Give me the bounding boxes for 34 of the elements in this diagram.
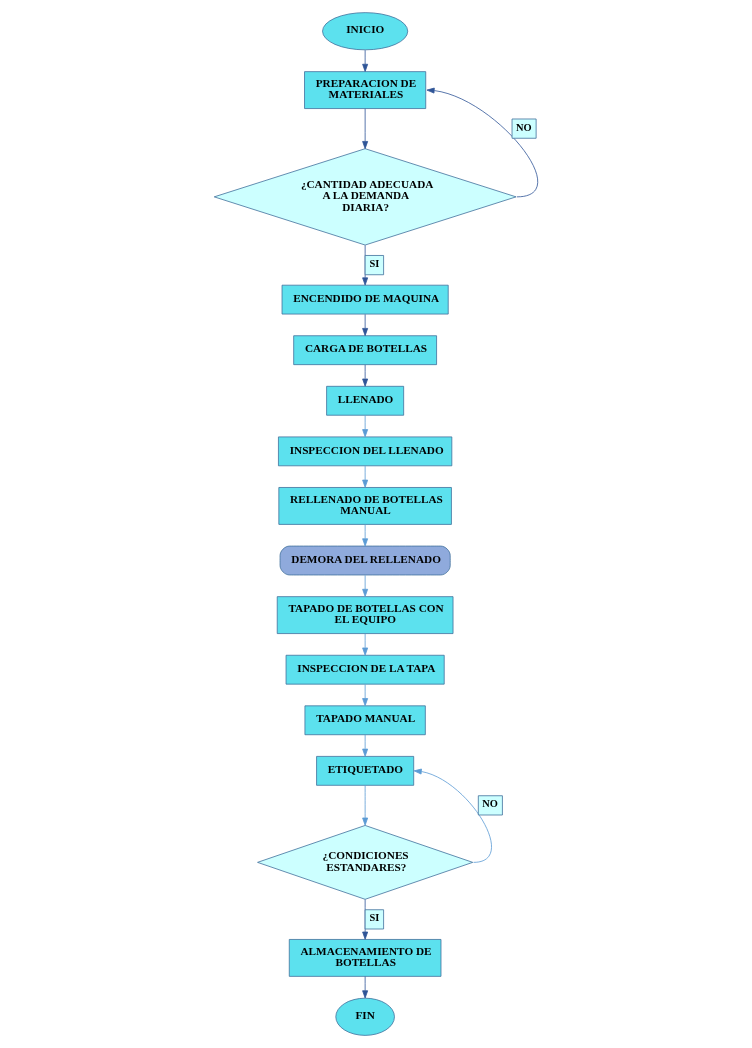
node-ellipse: FIN xyxy=(335,997,395,1036)
arrow xyxy=(362,976,369,999)
node-ellipse: INICIO xyxy=(322,12,409,51)
arrow xyxy=(362,465,369,488)
arrow xyxy=(362,364,369,387)
node-box: INSPECCION DE LA TAPA xyxy=(285,654,445,685)
arrow xyxy=(362,684,369,707)
node-box: CARGA DE BOTELLAS xyxy=(293,335,437,366)
node-box: TAPADO MANUAL xyxy=(304,705,426,736)
node-box: TAPADO DE BOTELLAS CON EL EQUIPO xyxy=(276,596,454,634)
node-diamond: ¿CANTIDAD ADECUADA A LA DEMANDA DIARIA? xyxy=(213,148,517,246)
node-box: DEMORA DEL RELLENADO xyxy=(279,545,451,576)
node-box: ETIQUETADO xyxy=(316,756,415,786)
arrow xyxy=(362,784,369,826)
node-box: RELLENADO DE BOTELLAS MANUAL xyxy=(278,487,452,525)
node-box: LLENADO xyxy=(326,385,405,416)
edge-label: NO xyxy=(516,121,532,133)
edge-label: SI xyxy=(369,258,380,270)
node-box: PREPARACION DE MATERIALES xyxy=(304,71,427,109)
arrow xyxy=(362,574,369,597)
node-box: INSPECCION DEL LLENADO xyxy=(278,436,453,467)
arrow xyxy=(362,108,369,150)
arrow xyxy=(362,415,369,438)
edge-label: SI xyxy=(369,912,380,924)
edge-label: NO xyxy=(482,798,498,810)
node-diamond: ¿CONDICIONES ESTANDARES? xyxy=(257,825,474,900)
arrow xyxy=(362,313,369,337)
arrow xyxy=(413,768,492,863)
node-box: ENCENDIDO DE MAQUINA xyxy=(281,284,449,315)
arrow xyxy=(362,633,369,656)
node-box: ALMACENAMIENTO DE BOTELLAS xyxy=(288,939,442,977)
arrow xyxy=(362,524,369,547)
arrow xyxy=(362,734,369,757)
arrow xyxy=(362,49,369,72)
